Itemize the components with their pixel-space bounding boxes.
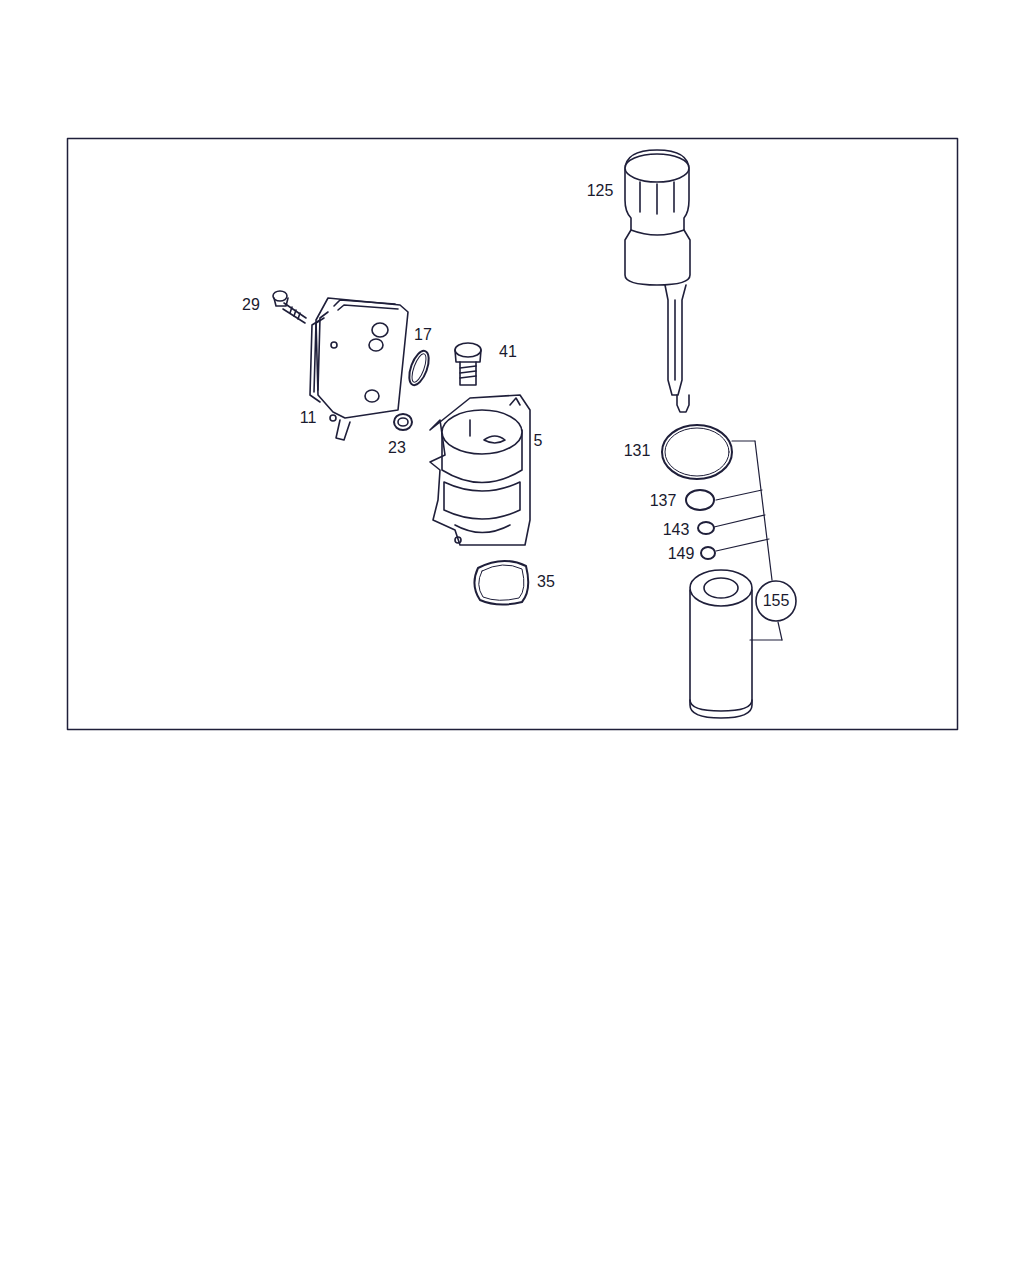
gasket [405,348,432,387]
callout-number: 11 [300,410,317,426]
callout-number: 5 [534,433,543,449]
seal-ring [698,522,714,534]
seal-ring [686,490,714,510]
callout-number: 143 [663,522,690,538]
gasket [474,561,528,605]
callout-number: 35 [537,574,555,590]
seal-ring [701,547,715,559]
callout-number: 155 [763,593,790,609]
callout-number: 149 [668,546,695,562]
callout-circle: 155 [755,580,797,622]
filter-cap [625,150,690,412]
callout-number: 41 [499,344,517,360]
seal-ring [394,414,412,430]
filter-housing [430,395,530,545]
callout-number: 125 [587,183,614,199]
callout-number: 17 [414,327,432,343]
callout-number: 23 [388,440,406,456]
callout-number: 137 [650,493,677,509]
seal-ring [662,425,732,479]
frame [68,139,958,730]
fitting [455,343,481,385]
oil-cooler [310,298,408,440]
filter-element [690,570,752,718]
callout-number: 131 [624,443,651,459]
callout-number: 29 [242,297,260,313]
bolt [273,291,306,323]
